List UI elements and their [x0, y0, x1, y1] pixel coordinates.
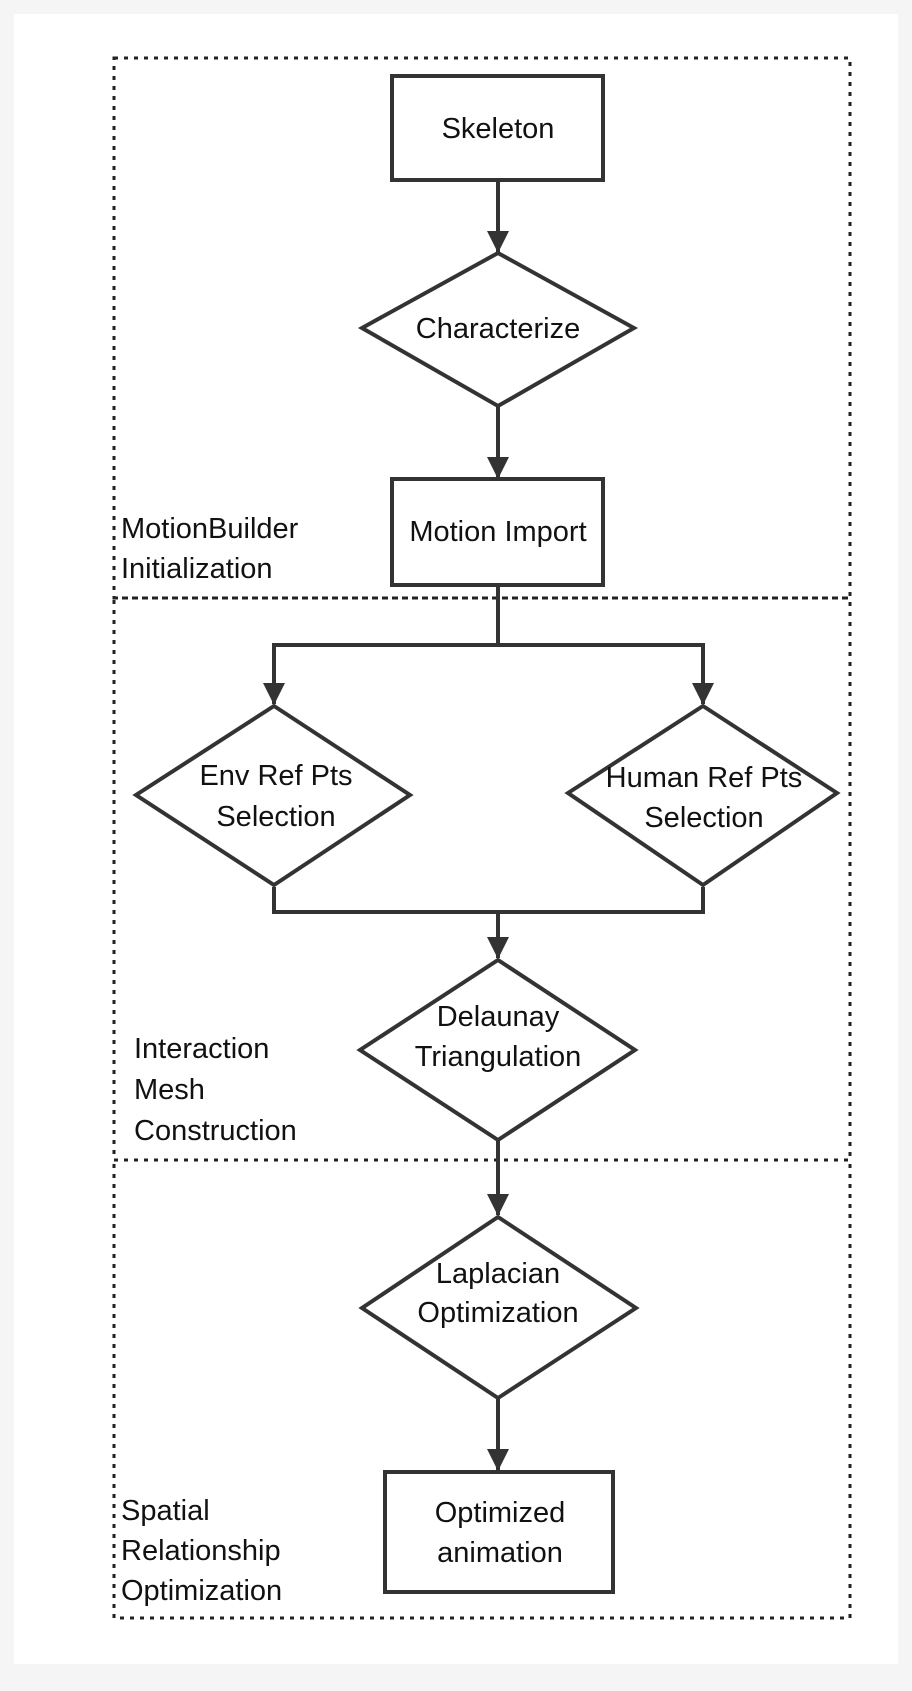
group-label-init-line1: MotionBuilder: [121, 513, 299, 545]
node-characterize-label: Characterize: [416, 313, 580, 345]
node-delaunay-label-line1: Delaunay: [437, 1001, 560, 1033]
node-skeleton: [390, 74, 605, 182]
node-env-ref-label-line1: Env Ref Pts: [199, 760, 352, 792]
node-human-ref-label-line1: Human Ref Pts: [606, 762, 803, 794]
group-box-initialization: [112, 56, 852, 600]
node-optimized-label-line2: animation: [437, 1537, 563, 1569]
group-label-mesh-line1: Interaction: [134, 1033, 269, 1065]
node-laplacian-label-line2: Optimization: [417, 1297, 578, 1329]
node-optimized-label-line1: Optimized: [435, 1497, 566, 1529]
flowchart-canvas: Skeleton Characterize Motion Import Env …: [14, 14, 898, 1664]
group-label-spatial-line1: Spatial: [121, 1495, 210, 1527]
node-env-ref-selection: [132, 703, 414, 888]
node-laplacian-optimization: [358, 1214, 640, 1401]
connector-split-human: [498, 643, 714, 705]
node-optimized-animation: [383, 1470, 615, 1594]
group-label-spatial-line3: Optimization: [121, 1575, 282, 1607]
group-label-init-line2: Initialization: [121, 553, 273, 585]
node-motion-import-label: Motion Import: [409, 516, 586, 548]
node-characterize: [357, 250, 639, 409]
connector-motion-import-split: [263, 585, 500, 705]
node-human-ref-selection: [564, 703, 841, 888]
node-env-ref-label-line2: Selection: [216, 801, 335, 833]
group-label-mesh-line2: Mesh: [134, 1074, 205, 1106]
node-human-ref-label-line2: Selection: [644, 802, 763, 834]
node-skeleton-label: Skeleton: [442, 113, 555, 145]
connector-env-merge: [272, 887, 705, 914]
group-box-spatial-optimization: [112, 1158, 852, 1620]
node-motion-import: [390, 477, 605, 587]
node-delaunay-label-line2: Triangulation: [415, 1041, 582, 1073]
node-delaunay-triangulation: [356, 957, 639, 1143]
flowchart-diagram: Skeleton Characterize Motion Import Env …: [112, 56, 852, 1620]
node-laplacian-label-line1: Laplacian: [436, 1258, 560, 1290]
group-label-spatial-line2: Relationship: [121, 1535, 281, 1567]
group-label-mesh-line3: Construction: [134, 1115, 297, 1147]
